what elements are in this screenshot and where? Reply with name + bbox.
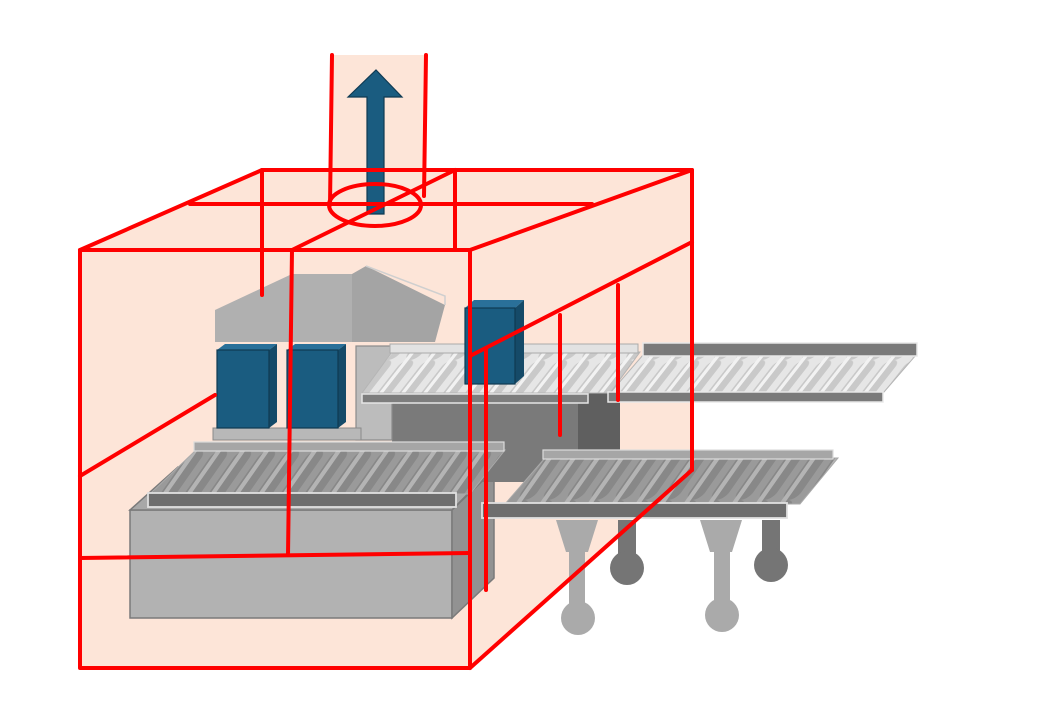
roller-conveyor-icon xyxy=(361,342,918,404)
exhaust-arrow-icon xyxy=(346,69,404,215)
product-boxes xyxy=(216,300,524,429)
product-box-icon xyxy=(464,300,524,385)
machine-hood xyxy=(215,265,446,342)
leg-2 xyxy=(610,520,644,585)
leg-1 xyxy=(556,520,598,635)
infeed-platform xyxy=(212,427,362,441)
product-box-icon xyxy=(216,344,277,429)
product-box-icon xyxy=(286,344,346,429)
upper-conveyor-outer xyxy=(607,342,918,403)
lower-conveyor-outer xyxy=(481,449,840,519)
enclosure-top-face xyxy=(80,170,692,250)
lower-conveyor-inner xyxy=(147,441,507,508)
machine-enclosure-icon xyxy=(78,53,694,670)
leg-4 xyxy=(754,520,788,582)
leg-3 xyxy=(700,520,742,632)
conveyor-legs xyxy=(556,520,788,635)
